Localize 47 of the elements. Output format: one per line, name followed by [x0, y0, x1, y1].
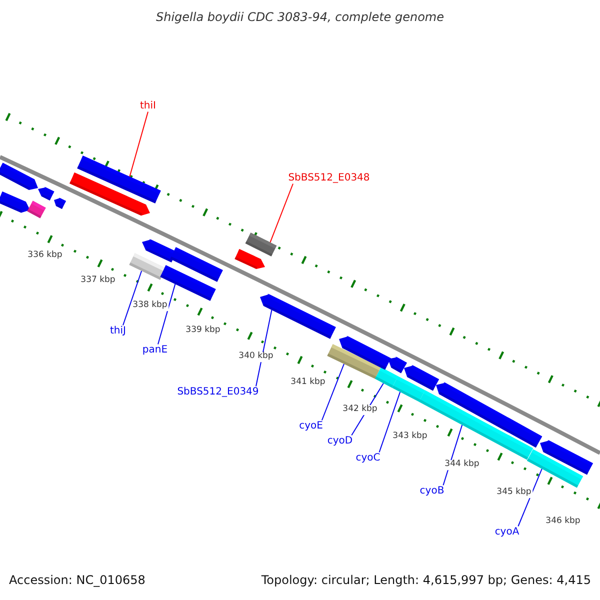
- gene-feature: [404, 364, 440, 391]
- gene-feature: [260, 294, 336, 339]
- gene-feature: [234, 249, 265, 270]
- tick-label: 345 kbp: [496, 488, 532, 498]
- tick-label: 337 kbp: [80, 276, 116, 286]
- leader-line: [122, 270, 142, 326]
- leader-line: [518, 468, 542, 527]
- gene-label: panE: [142, 344, 168, 356]
- tick-label: 338 kbp: [132, 301, 168, 311]
- leader-line: [270, 183, 294, 243]
- tick-label: 336 kbp: [26, 251, 64, 261]
- gene-feature: [540, 440, 593, 475]
- gene-label: thiJ: [110, 325, 126, 337]
- title: Shigella boydii CDC 3083-94, complete genome: [156, 11, 444, 25]
- gene-feature: [54, 198, 66, 210]
- gene-label: SbBS512_E0348: [288, 172, 370, 184]
- genome-summary: Topology: circular; Length: 4,615,997 bp; Genes: 4,415: [261, 574, 591, 588]
- gene-feature: [0, 162, 38, 190]
- tick-label: 343 kbp: [392, 432, 428, 442]
- accession-text: Accession: NC_010658: [9, 574, 146, 588]
- leader-line: [378, 391, 401, 453]
- leader-line: [129, 111, 148, 178]
- gene-feature: [339, 336, 391, 370]
- gene-feature: [27, 200, 46, 218]
- gene-label: cyoC: [356, 452, 380, 464]
- gene-feature: [388, 356, 407, 374]
- gene-feature: [38, 186, 54, 200]
- gene-feature: [436, 382, 542, 448]
- gene-feature: [0, 192, 30, 213]
- gene-feature: [245, 232, 277, 256]
- tick-label: 346 kbp: [544, 517, 582, 527]
- tick-label: 341 kbp: [290, 378, 326, 388]
- gene-label: thiI: [140, 100, 156, 112]
- gene-label: cyoA: [494, 526, 520, 538]
- gene-label: cyoE: [299, 420, 323, 432]
- leader-line: [256, 310, 272, 387]
- leader-line: [321, 363, 344, 421]
- tick-label: 342 kbp: [342, 405, 378, 415]
- leader-line: [158, 284, 176, 345]
- gene-label: cyoD: [327, 435, 353, 447]
- tick-label: 344 kbp: [444, 460, 480, 470]
- gene-feature: [170, 247, 223, 282]
- gene-label: cyoB: [420, 485, 444, 497]
- gene-feature: [70, 172, 150, 216]
- gene-label: SbBS512_E0349: [177, 386, 259, 398]
- tick-label: 340 kbp: [238, 352, 274, 362]
- tick-label: 339 kbp: [184, 326, 222, 336]
